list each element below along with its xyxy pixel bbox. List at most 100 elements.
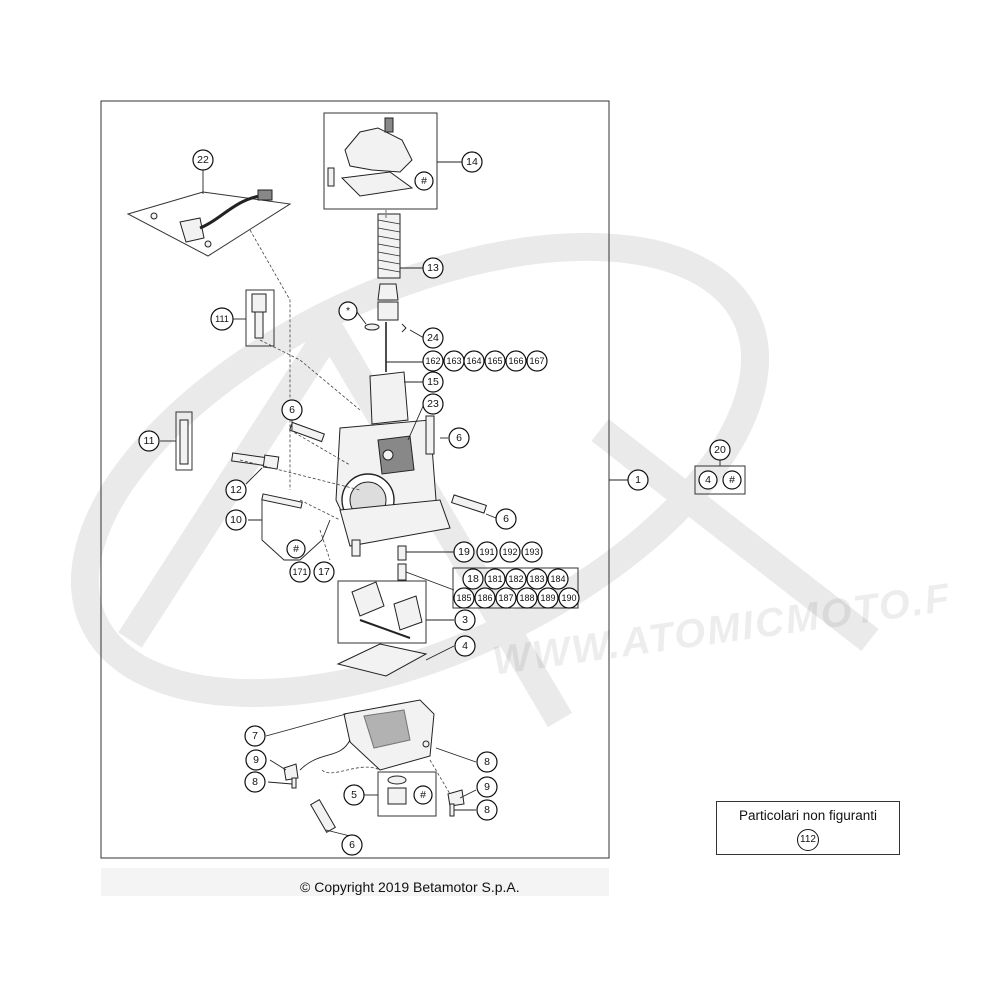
callout-circle [722, 470, 742, 490]
callout-hash-10: # [286, 539, 306, 559]
callout-167: 167 [526, 350, 548, 372]
callout-182: 182 [505, 568, 527, 590]
part-111-idle-screw [245, 289, 275, 347]
callout-circle [422, 371, 444, 393]
callout-165: 165 [484, 350, 506, 372]
callout-circle [454, 609, 476, 631]
callout-191: 191 [476, 541, 498, 563]
callout-label: 5 [351, 789, 357, 801]
callout-circle [341, 834, 363, 856]
part-6-pins [289, 415, 488, 834]
callout-circle [537, 587, 559, 609]
callout-171: 171 [289, 561, 311, 583]
assembly-frame [100, 100, 610, 859]
callout-label: 6 [456, 432, 462, 444]
callout-circle [453, 587, 475, 609]
callout-label: 186 [477, 593, 492, 603]
callout-hash-5: # [413, 785, 433, 805]
callout-label: 8 [484, 756, 490, 768]
callout-label: 163 [446, 356, 461, 366]
part-5-plug [377, 771, 437, 817]
callout-12: 12 [225, 479, 247, 501]
watermark-logo [70, 232, 879, 728]
callout-label: 10 [230, 514, 242, 526]
callout-8c: 8 [476, 799, 498, 821]
callout-label: 166 [508, 356, 523, 366]
callout-circle [138, 430, 160, 452]
callout-circle [558, 587, 580, 609]
legend-box: Particolari non figuranti 112 [716, 801, 900, 855]
callout-circle [454, 635, 476, 657]
callout-166: 166 [505, 350, 527, 372]
callout-circle [289, 561, 311, 583]
callout-label: 6 [503, 513, 509, 525]
callout-label: 167 [529, 356, 544, 366]
part-13-spring [364, 213, 407, 372]
callout-label: 23 [427, 398, 439, 410]
part-22-sensor-cable [126, 189, 292, 257]
hardware-9-8 [283, 739, 465, 817]
callout-3: 3 [454, 609, 476, 631]
dash-lines [239, 210, 387, 561]
callout-187: 187 [495, 587, 517, 609]
jets [351, 539, 407, 581]
callout-label: 12 [230, 484, 242, 496]
callout-20-4: 4 [698, 470, 718, 490]
callout-circle [698, 470, 718, 490]
callout-circle [484, 350, 506, 372]
part-7-float-bowl [343, 699, 435, 771]
callout-circle [286, 539, 306, 559]
callout-label: 17 [318, 566, 330, 578]
callout-circle [461, 151, 483, 173]
legend-title: Particolari non figuranti [738, 808, 878, 823]
callout-label: 24 [427, 332, 439, 344]
callout-circle [422, 350, 444, 372]
callout-24: 24 [422, 327, 444, 349]
callout-label: 184 [550, 574, 565, 584]
callout-label: * [346, 305, 350, 317]
callout-6c: 6 [495, 508, 517, 530]
callout-label: 185 [456, 593, 471, 603]
callout-hash-14: # [414, 171, 434, 191]
callout-18: 18 [462, 568, 484, 590]
callout-188: 188 [516, 587, 538, 609]
callout-circle [463, 350, 485, 372]
callout-1: 1 [627, 469, 649, 491]
callout-label: 6 [289, 404, 295, 416]
footer-band [101, 868, 609, 896]
callout-label: 1 [635, 474, 641, 486]
callout-6a: 6 [281, 399, 303, 421]
callout-20-hash: # [722, 470, 742, 490]
part-3-float [337, 580, 427, 644]
callout-circle [338, 301, 358, 321]
callout-17: 17 [313, 561, 335, 583]
callout-19: 19 [453, 541, 475, 563]
callout-circle [521, 541, 543, 563]
callout-circle [516, 587, 538, 609]
callout-circle [476, 776, 498, 798]
callout-label: 192 [502, 547, 517, 557]
callout-label: 19 [458, 546, 470, 558]
callout-23: 23 [422, 393, 444, 415]
callout-label: 188 [519, 593, 534, 603]
callout-circle [495, 587, 517, 609]
callout-label: 164 [466, 356, 481, 366]
callout-189: 189 [537, 587, 559, 609]
callout-label: 11 [144, 435, 155, 447]
callout-label: # [420, 789, 426, 801]
callout-circle [476, 541, 498, 563]
carburetor-body [335, 371, 451, 547]
callout-circle [210, 307, 234, 331]
callout-circle [526, 568, 548, 590]
callout-11: 11 [138, 430, 160, 452]
callout-label: 4 [705, 474, 711, 486]
copyright: © Copyright 2019 Betamotor S.p.A. [300, 879, 520, 895]
callout-183: 183 [526, 568, 548, 590]
callout-label: 183 [529, 574, 544, 584]
callout-192: 192 [499, 541, 521, 563]
callout-label: 14 [466, 156, 478, 168]
callout-184: 184 [547, 568, 569, 590]
callout-circle [422, 327, 444, 349]
callout-label: 8 [484, 804, 490, 816]
